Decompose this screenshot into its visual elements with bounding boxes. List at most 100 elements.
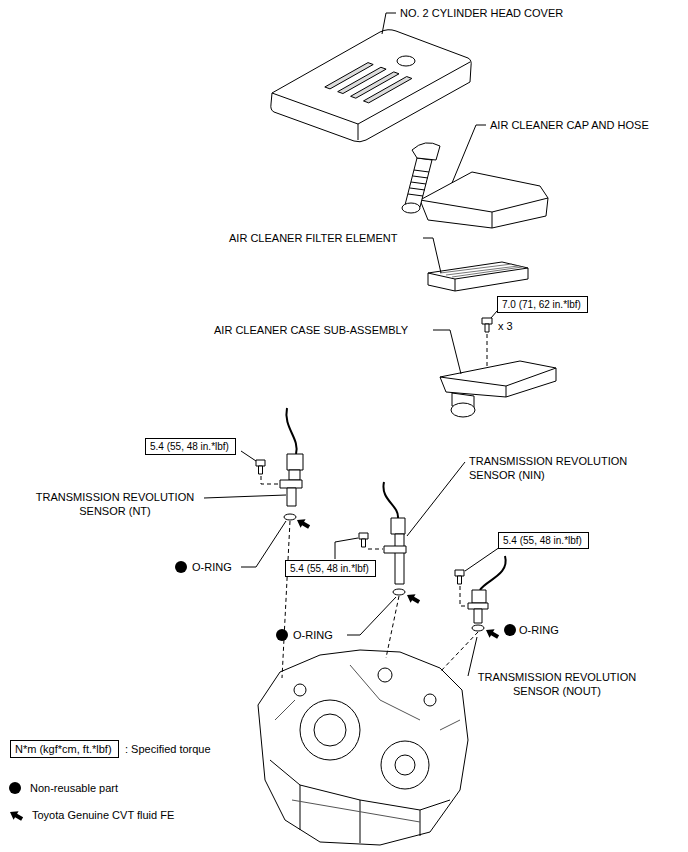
air-cleaner-case bbox=[440, 368, 556, 386]
sensor-nt bbox=[259, 466, 263, 474]
legend-text: Non-reusable part bbox=[30, 781, 118, 795]
part-name: O-RING bbox=[192, 560, 232, 574]
transmission bbox=[258, 650, 468, 845]
transmission bbox=[294, 684, 306, 696]
part-name: O-RING bbox=[293, 628, 333, 642]
cylinder-head-cover bbox=[271, 30, 471, 142]
transmission bbox=[292, 800, 420, 822]
sensor-nin bbox=[359, 533, 368, 539]
transmission bbox=[275, 665, 460, 730]
assembly-lines bbox=[261, 476, 279, 484]
cylinder-head-cover bbox=[358, 124, 359, 140]
air-cleaner-cap bbox=[408, 170, 429, 196]
transmission bbox=[381, 741, 429, 789]
fluid-arrow bbox=[295, 516, 312, 532]
cylinder-head-cover bbox=[272, 62, 470, 124]
air-cleaner-case bbox=[440, 361, 556, 397]
leader-lines bbox=[347, 597, 396, 635]
sensor-nt bbox=[280, 480, 302, 488]
sensor-nt bbox=[256, 460, 265, 466]
part-name: AIR CLEANER CASE SUB-ASSEMBLY bbox=[214, 323, 408, 337]
non-reusable-dot bbox=[276, 629, 288, 641]
transmission bbox=[424, 694, 436, 706]
transmission bbox=[395, 755, 415, 775]
air-filter-element bbox=[428, 262, 528, 291]
fluid-arrow bbox=[405, 591, 422, 607]
part-name: AIR CLEANER FILTER ELEMENT bbox=[229, 231, 398, 245]
leader-lines bbox=[204, 13, 500, 676]
torque-value: 7.0 (71, 62 in.*lbf) bbox=[502, 298, 581, 311]
non-reusable-dot bbox=[175, 561, 516, 641]
air-filter-element bbox=[428, 262, 528, 291]
sensor-nt bbox=[287, 454, 303, 470]
air-filter-element bbox=[440, 264, 522, 277]
sensor-nin bbox=[393, 589, 405, 595]
sensor-nin bbox=[383, 482, 398, 518]
sensor-nin bbox=[384, 546, 406, 553]
leader-lines bbox=[241, 521, 286, 567]
part-name: TRANSMISSION REVOLUTION SENSOR (NOUT) bbox=[462, 670, 652, 698]
sensor-nt bbox=[287, 488, 296, 506]
sensor-nt bbox=[284, 514, 296, 520]
sensor-nout bbox=[472, 625, 484, 631]
fluid-arrow bbox=[8, 808, 25, 824]
non-reusable-dot bbox=[504, 624, 516, 636]
leader-lines bbox=[423, 238, 441, 273]
sensor-nout bbox=[480, 556, 506, 590]
transmission bbox=[300, 700, 360, 760]
sensor-nin bbox=[359, 482, 406, 595]
sensor-nout bbox=[455, 570, 464, 576]
air-cleaner-case bbox=[506, 386, 507, 397]
air-cleaner-cap bbox=[405, 158, 432, 207]
torque-box: 5.4 (55, 48 in.*lbf) bbox=[285, 560, 376, 577]
part-name: NO. 2 CYLINDER HEAD COVER bbox=[400, 6, 563, 20]
air-cleaner-cap bbox=[420, 172, 548, 228]
legend-torque-box: N*m (kgf*cm, ft.*lbf) bbox=[10, 740, 119, 758]
assembly-lines bbox=[460, 586, 467, 606]
quantity-note: x 3 bbox=[498, 319, 513, 333]
leader-lines bbox=[382, 13, 396, 34]
sensor-nin bbox=[362, 539, 366, 547]
torque-value: 5.4 (55, 48 in.*lbf) bbox=[150, 440, 229, 453]
air-cleaner-cap bbox=[402, 203, 420, 213]
assembly-lines bbox=[282, 521, 290, 678]
transmission bbox=[378, 668, 392, 682]
assembly-lines bbox=[386, 596, 399, 658]
non-reusable-dot bbox=[175, 561, 187, 573]
air-cleaner-cap bbox=[420, 198, 548, 212]
transmission bbox=[300, 785, 420, 843]
assembly-lines bbox=[487, 334, 488, 366]
bolt bbox=[482, 318, 492, 332]
legend-text: Toyota Genuine CVT fluid FE bbox=[32, 808, 174, 822]
leader-lines bbox=[465, 547, 500, 571]
leader-lines bbox=[468, 637, 477, 676]
cylinder-head-cover bbox=[364, 77, 412, 103]
cylinder-head-cover bbox=[364, 77, 412, 103]
cylinder-head-cover bbox=[397, 56, 415, 66]
fluid-arrow bbox=[484, 626, 501, 642]
sensor-nin bbox=[395, 534, 404, 584]
air-cleaner-cap bbox=[402, 143, 548, 228]
part-name: TRANSMISSION REVOLUTION SENSOR (NIN) bbox=[469, 454, 659, 482]
air-filter-element bbox=[455, 279, 456, 291]
assembly-lines bbox=[261, 334, 487, 678]
air-cleaner-case bbox=[451, 403, 475, 417]
bolt bbox=[482, 318, 492, 324]
sensor-nout bbox=[455, 556, 506, 631]
part-name: TRANSMISSION REVOLUTION SENSOR (NT) bbox=[20, 490, 210, 518]
torque-value: 5.4 (55, 48 in.*lbf) bbox=[503, 534, 582, 547]
sensor-nout bbox=[474, 609, 482, 623]
legend-text: : Specified torque bbox=[125, 742, 211, 756]
assembly-lines bbox=[368, 549, 383, 550]
sensor-nout bbox=[468, 603, 488, 609]
sensor-nout bbox=[458, 576, 462, 584]
bolt bbox=[485, 324, 489, 332]
leader-lines bbox=[407, 462, 465, 536]
sensor-nt bbox=[289, 470, 300, 480]
leader-lines bbox=[241, 451, 256, 461]
torque-value: N*m (kgf*cm, ft.*lbf) bbox=[15, 742, 112, 756]
air-cleaner-cap bbox=[492, 212, 493, 228]
sensor-nt bbox=[256, 408, 303, 520]
torque-box: 5.4 (55, 48 in.*lbf) bbox=[145, 438, 236, 455]
fluid-arrow bbox=[8, 516, 501, 824]
